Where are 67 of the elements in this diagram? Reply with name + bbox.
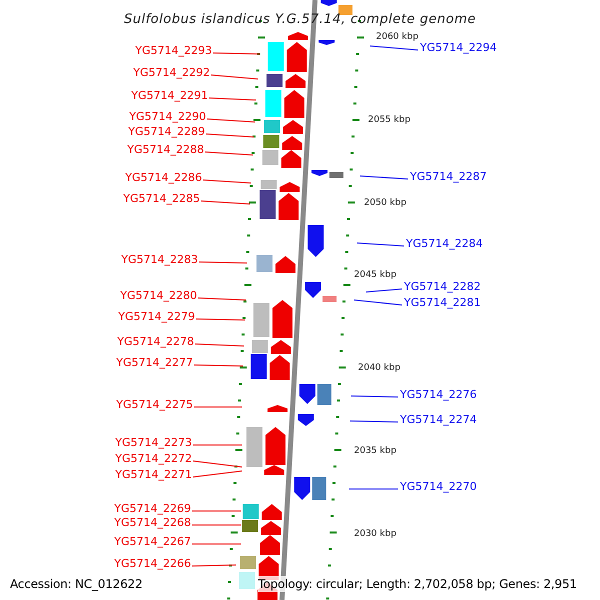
leader-line [194, 344, 244, 346]
gene-label: YG5714_2279 [118, 310, 195, 324]
gene-label: YG5714_2266 [114, 557, 191, 571]
leader-line [212, 52, 260, 54]
scale-tick-label: 2035 kbp [354, 446, 396, 457]
gene-label: YG5714_2271 [115, 468, 192, 482]
leader-line [370, 46, 418, 50]
leader-line [208, 98, 256, 100]
gene-label: YG5714_2291 [131, 89, 208, 103]
scale-tick-label: 2050 kbp [364, 198, 406, 209]
leader-line [354, 300, 402, 306]
leader-line [192, 444, 242, 446]
leader-line [204, 152, 254, 156]
gene-label: YG5714_2282 [404, 280, 481, 294]
leader-line [192, 460, 242, 468]
gene-label: YG5714_2288 [127, 143, 204, 157]
gene-label: YG5714_2285 [123, 192, 200, 206]
leader-line [350, 420, 398, 422]
leader-line [198, 298, 246, 300]
leader-line [192, 564, 236, 566]
leader-line [192, 510, 242, 512]
footer-text: Topology: circular; Length: 2,702,058 bp; Genes: 2,951 [258, 576, 577, 592]
gene-label: YG5714_2283 [121, 253, 198, 267]
leader-line [192, 524, 242, 526]
scale-tick-label: 2030 kbp [354, 529, 396, 540]
gene-label: YG5714_2290 [129, 110, 206, 124]
gene-label: YG5714_2281 [404, 296, 481, 310]
leader-line [210, 74, 258, 80]
leader-line [196, 318, 246, 320]
leader-line [194, 406, 242, 408]
gene-label: YG5714_2270 [400, 480, 477, 494]
scale-tick-label: 2040 kbp [358, 363, 400, 374]
gene-label: YG5714_2294 [420, 41, 497, 55]
gene-label: YG5714_2278 [117, 335, 194, 349]
diagram-title: Sulfolobus islandicus Y.G.57.14, complete genome [123, 11, 477, 29]
scale-tick-label: 2060 kbp [376, 32, 418, 43]
gene-label: YG5714_2272 [115, 452, 192, 466]
leader-line [202, 180, 252, 184]
gene-label: YG5714_2287 [410, 170, 487, 184]
gene-label: YG5714_2268 [114, 516, 191, 530]
leader-line [348, 488, 398, 490]
leader-line [206, 134, 254, 138]
leader-line [350, 396, 398, 398]
gene-label: YG5714_2267 [114, 535, 191, 549]
footer-text: Accession: NC_012622 [10, 576, 142, 592]
leader-line [360, 176, 408, 180]
leader-line [206, 118, 256, 122]
leader-line [198, 262, 248, 264]
gene-label: YG5714_2274 [400, 413, 477, 427]
gene-label: YG5714_2286 [125, 171, 202, 185]
leader-line [366, 288, 402, 292]
gene-label: YG5714_2276 [400, 388, 477, 402]
leader-line [192, 470, 242, 478]
gene-label: YG5714_2273 [115, 436, 192, 450]
gene-label: YG5714_2275 [116, 398, 193, 412]
gene-label: YG5714_2277 [116, 356, 193, 370]
gene-label: YG5714_2280 [120, 289, 197, 303]
gene-label: YG5714_2269 [114, 502, 191, 516]
gene-label: YG5714_2292 [133, 66, 210, 80]
gene-label: YG5714_2289 [128, 125, 205, 139]
leader-line [200, 200, 250, 204]
scale-tick-label: 2055 kbp [368, 115, 410, 126]
scale-tick-label: 2045 kbp [354, 270, 396, 281]
leader-line [356, 242, 404, 246]
gene-label: YG5714_2284 [406, 237, 483, 251]
leader-line [194, 364, 244, 366]
gene-label: YG5714_2293 [135, 44, 212, 58]
